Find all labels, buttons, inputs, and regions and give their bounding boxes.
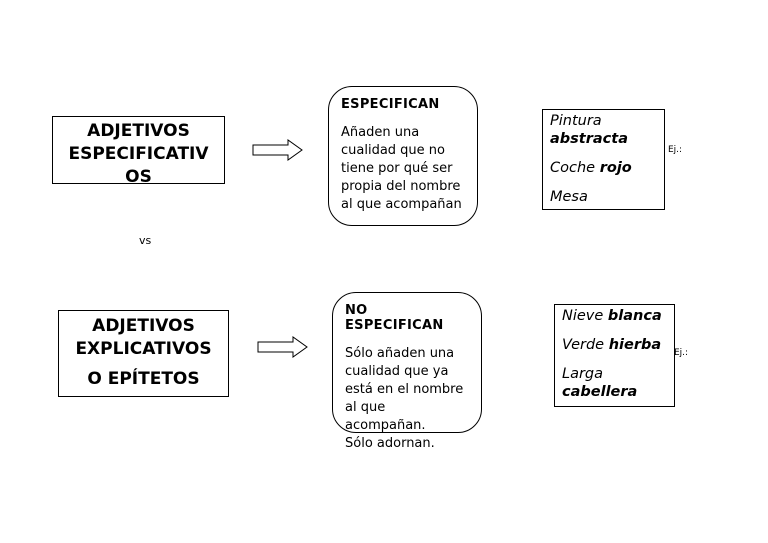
- specifying-heading: ESPECIFICAN: [341, 97, 440, 112]
- explicative-title-line2: EXPLICATIVOS: [75, 339, 212, 359]
- example-noun: Pintura: [550, 113, 602, 129]
- example-noun: Mesa: [550, 189, 588, 205]
- specifying-body-line: propia del nombre: [341, 179, 461, 194]
- example-adjective: cabellera: [562, 384, 638, 400]
- example-item: Nieve blanca: [562, 307, 667, 325]
- example-adjective: blanca: [607, 308, 662, 324]
- explicative-body-line: Sólo añaden una: [345, 346, 455, 361]
- specifying-body-line: al que acompañan: [341, 197, 462, 212]
- specifying-adjectives-box: ADJETIVOS ESPECIFICATIV OS: [52, 116, 225, 184]
- explicative-heading: NO ESPECIFICAN: [345, 303, 444, 333]
- example-noun: Larga: [562, 366, 604, 382]
- example-adjective: hierba: [608, 337, 662, 353]
- specifying-examples-box: Pintura abstracta Coche rojo Mesa: [542, 109, 665, 210]
- example-adjective: rojo: [599, 160, 632, 176]
- explicative-title-line1: ADJETIVOS: [92, 316, 195, 336]
- explicative-examples-box: Nieve blanca Verde hierba Larga cabeller…: [554, 304, 675, 407]
- specifying-title-line1: ADJETIVOS: [87, 121, 190, 141]
- explicative-body-line: al que acompañan.: [345, 400, 426, 433]
- explicative-definition-box: NO ESPECIFICAN Sólo añaden una cualidad …: [332, 292, 482, 451]
- explicative-body-line: Sólo adornan.: [345, 436, 435, 451]
- specifying-body-line: Añaden una: [341, 125, 420, 140]
- top-arrow-icon: [252, 139, 303, 161]
- example-item: Coche rojo: [550, 159, 657, 177]
- specifying-title-line3: OS: [125, 167, 152, 184]
- example-item: Pintura abstracta: [550, 112, 657, 148]
- example-item: Larga cabellera: [562, 365, 667, 401]
- top-ej-label: Ej.:: [668, 145, 683, 155]
- example-item: Verde hierba: [562, 336, 667, 354]
- bottom-ej-label: Ej.:: [674, 348, 689, 358]
- specifying-title-line2: ESPECIFICATIV: [68, 144, 209, 164]
- explicative-title-line3: O EPÍTETOS: [87, 369, 200, 389]
- vs-label: vs: [139, 234, 152, 247]
- specifying-definition-box: ESPECIFICAN Añaden una cualidad que no t…: [328, 86, 478, 226]
- bottom-arrow-icon: [257, 336, 308, 358]
- example-item: Mesa: [550, 188, 657, 206]
- explicative-adjectives-box: ADJETIVOS EXPLICATIVOS O EPÍTETOS: [58, 310, 229, 397]
- example-adjective: abstracta: [550, 131, 628, 147]
- example-noun: Verde: [562, 337, 605, 353]
- specifying-body-line: tiene por qué ser: [341, 161, 453, 176]
- example-noun: Nieve: [562, 308, 604, 324]
- example-noun: Coche: [550, 160, 596, 176]
- explicative-body-line: está en el nombre: [345, 382, 464, 397]
- explicative-body-line: cualidad que ya: [345, 364, 449, 379]
- specifying-body-line: cualidad que no: [341, 143, 445, 158]
